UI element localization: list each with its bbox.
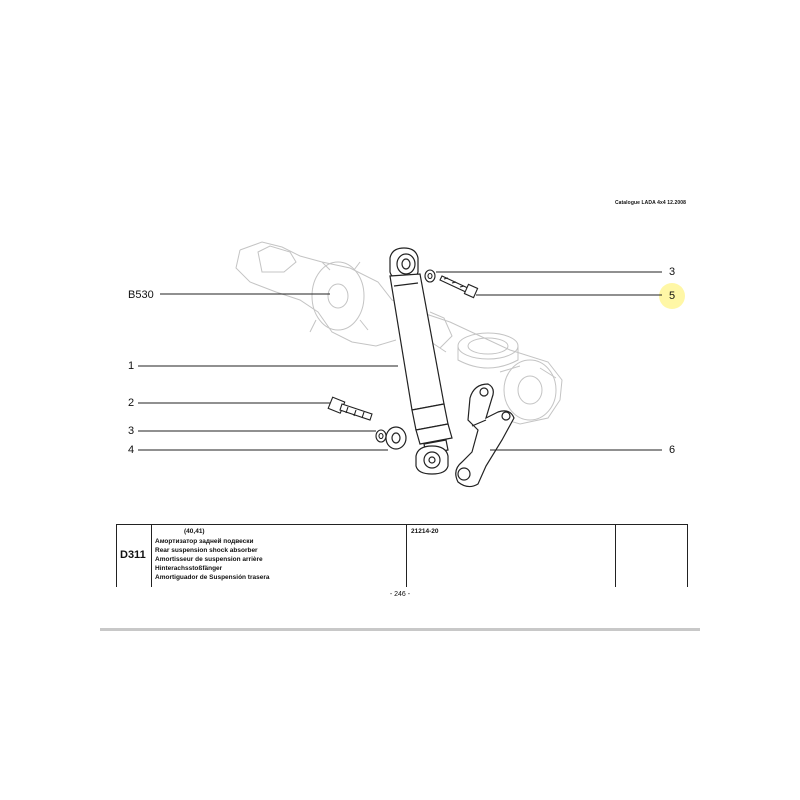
description-ru: Амортизатор задней подвески xyxy=(155,538,254,545)
table-code-cell: D311 xyxy=(117,525,152,587)
part-code: D311 xyxy=(120,549,146,561)
part-reference: (40,41) xyxy=(184,528,205,535)
axle-housing-drawing xyxy=(235,241,563,425)
callout-1: 1 xyxy=(128,360,135,372)
bracket-drawing xyxy=(455,383,515,488)
page-number: - 246 - xyxy=(389,591,411,598)
callout-2: 2 xyxy=(128,397,135,409)
parts-diagram xyxy=(138,241,662,488)
callout-b530: B530 xyxy=(128,289,154,301)
parts-table: D311 (40,41) Амортизатор задней подвески… xyxy=(116,524,688,587)
table-model-cell: 21214-20 xyxy=(407,525,616,587)
callout-4: 4 xyxy=(128,444,135,456)
description-es: Amortiguador de Suspensión trasera xyxy=(155,574,270,581)
bottom-divider xyxy=(100,628,700,631)
lower-bolt-drawing xyxy=(327,396,373,421)
description-en: Rear suspension shock absorber xyxy=(155,547,258,554)
callout-3-right: 3 xyxy=(669,266,676,278)
callout-5: 5 xyxy=(669,290,676,302)
upper-washer-drawing xyxy=(424,269,436,283)
bushing-drawing xyxy=(385,426,407,450)
description-fr: Amortisseur de suspension arrière xyxy=(155,556,263,563)
description-list: Амортизатор задней подвески Rear suspens… xyxy=(155,537,270,582)
description-de: Hinterachsstoßfänger xyxy=(155,565,223,572)
model-number: 21214-20 xyxy=(411,528,439,535)
callout-5-highlight xyxy=(659,283,685,309)
callout-6: 6 xyxy=(669,444,676,456)
upper-bolt-drawing xyxy=(439,275,479,299)
leader-lines xyxy=(138,271,662,451)
shock-absorber-drawing xyxy=(389,247,453,475)
table-description-cell: (40,41) Амортизатор задней подвески Rear… xyxy=(152,525,407,587)
catalogue-header: Catalogue LADA 4x4 12.2008 xyxy=(614,200,686,206)
callout-3-left: 3 xyxy=(128,425,135,437)
lower-washer-drawing xyxy=(375,429,387,443)
